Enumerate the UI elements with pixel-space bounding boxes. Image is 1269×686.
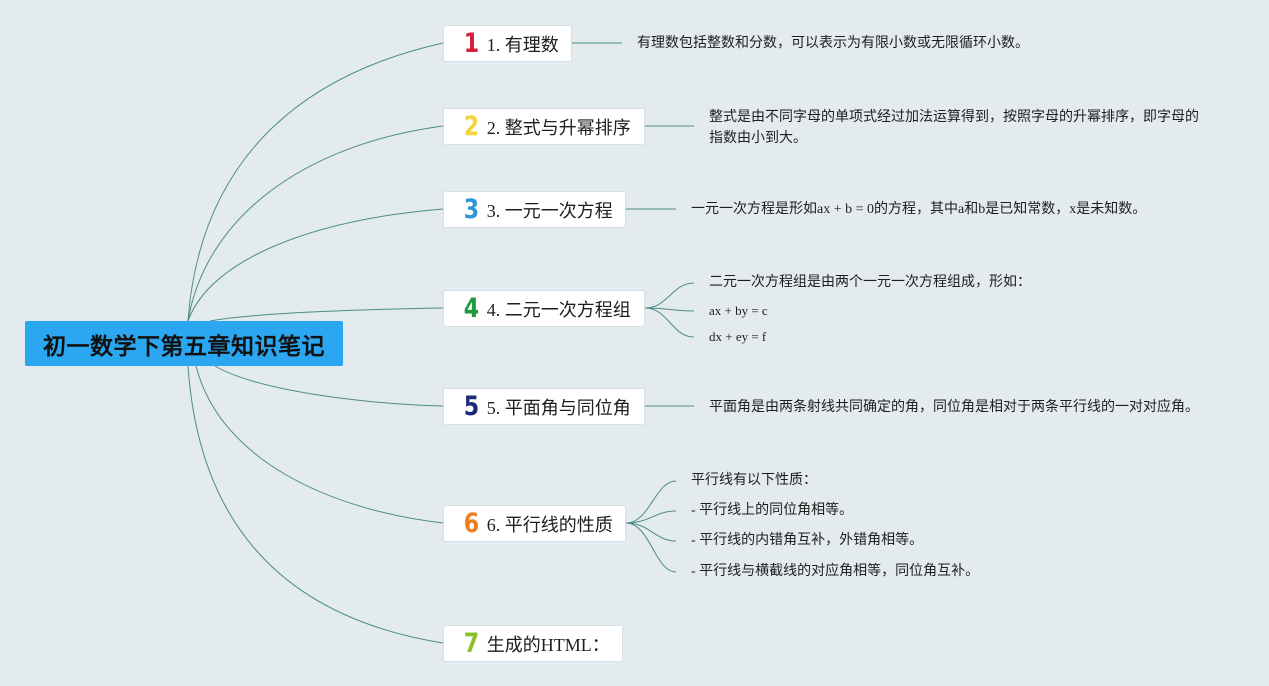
topic-polynomial-ordering[interactable]: 2 2. 整式与升幂排序 [443, 108, 645, 145]
connector-topic-6-note-1 [625, 480, 677, 524]
number-6-icon: 6 [463, 508, 480, 539]
number-4-icon: 4 [463, 293, 480, 324]
note-parallel-item-2: - 平行线的内错角互补，外错角相等。 [691, 533, 924, 548]
connector-root-topic-3 [187, 208, 444, 322]
topic-label: 5. 平面角与同位角 [486, 397, 631, 418]
topic-parallel-lines[interactable]: 6 6. 平行线的性质 [443, 505, 626, 542]
connector-root-topic-4 [209, 307, 444, 322]
connector-topic-4-note-1 [644, 282, 695, 309]
topic-label: 1. 有理数 [486, 34, 559, 55]
note-parallel-item-1: - 平行线上的同位角相等。 [691, 503, 854, 518]
topic-label: 6. 平行线的性质 [486, 514, 613, 535]
topic-rational-numbers[interactable]: 1 1. 有理数 [443, 25, 572, 62]
note-parallel-title: 平行线有以下性质： [691, 473, 817, 488]
root-title: 初一数学下第五章知识笔记 [43, 333, 325, 360]
number-5-icon: 5 [463, 391, 480, 422]
note-linear-system-definition: 二元一次方程组是由两个一元一次方程组成，形如： [709, 275, 1031, 290]
root-topic[interactable]: 初一数学下第五章知识笔记 [25, 321, 343, 366]
topic-angles[interactable]: 5 5. 平面角与同位角 [443, 388, 645, 425]
note-linear-equation: 一元一次方程是形如ax + b = 0的方程，其中a和b是已知常数，x是未知数。 [691, 202, 1147, 217]
topic-generated-html[interactable]: 7 生成的HTML： [443, 625, 623, 662]
connector-topic-6-note-3 [625, 522, 677, 542]
note-linear-system-eq2: dx + ey = f [709, 329, 767, 344]
connector-root-topic-7 [187, 365, 444, 644]
topic-label: 3. 一元一次方程 [486, 200, 613, 221]
connector-root-topic-5 [214, 365, 444, 407]
note-parallel-item-3: - 平行线与横截线的对应角相等，同位角互补。 [691, 564, 980, 579]
number-1-icon: 1 [463, 28, 480, 59]
number-3-icon: 3 [463, 194, 480, 225]
connector-topic-6-note-4 [625, 522, 677, 573]
number-7-icon: 7 [463, 628, 480, 659]
connector-root-topic-1 [187, 42, 444, 322]
topic-linear-equation[interactable]: 3 3. 一元一次方程 [443, 191, 626, 228]
topic-label: 生成的HTML： [486, 634, 610, 655]
topic-linear-system[interactable]: 4 4. 二元一次方程组 [443, 290, 645, 327]
number-2-icon: 2 [463, 111, 480, 142]
connector-topic-4-note-3 [644, 307, 695, 338]
note-rational-numbers: 有理数包括整数和分数，可以表示为有限小数或无限循环小数。 [637, 36, 1029, 51]
note-polynomial-ordering: 整式是由不同字母的单项式经过加法运算得到，按照字母的升幂排序，即字母的指数由小到… [709, 110, 1199, 146]
connector-root-topic-2 [187, 125, 444, 322]
connector-root-topic-6 [195, 365, 444, 524]
connector-topic-6-note-2 [625, 510, 677, 524]
topic-label: 2. 整式与升幂排序 [486, 117, 631, 138]
note-linear-system-eq1: ax + by = c [709, 303, 768, 318]
topic-label: 4. 二元一次方程组 [486, 299, 631, 320]
note-angles: 平面角是由两条射线共同确定的角，同位角是相对于两条平行线的一对对应角。 [709, 400, 1199, 415]
